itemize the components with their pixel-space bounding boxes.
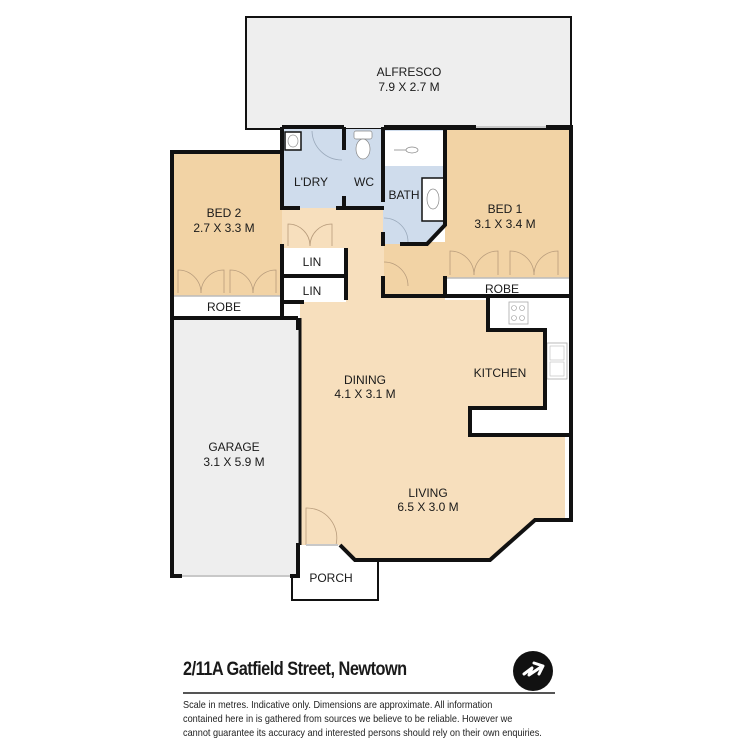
porch-outline xyxy=(291,560,379,601)
bed1-door-arc xyxy=(383,261,409,287)
room-living-size: 6.5 X 3.0 M xyxy=(397,500,458,514)
room-robe2: ROBE xyxy=(172,295,282,318)
room-dining-living xyxy=(282,208,565,560)
robe1-door-arcs xyxy=(449,250,559,276)
room-porch-name: PORCH xyxy=(309,571,352,585)
laundry-tub-icon xyxy=(284,131,302,151)
room-alfresco: ALFRESCO 7.9 X 2.7 M xyxy=(245,16,572,130)
room-alfresco-size: 7.9 X 2.7 M xyxy=(378,80,439,94)
room-linen2-name: LIN xyxy=(303,284,322,298)
entry-door-arc xyxy=(305,507,338,546)
room-bed2-name: BED 2 xyxy=(207,206,242,220)
room-laundry: L'DRY xyxy=(282,129,344,208)
room-bed2: BED 2 2.7 X 3.3 M xyxy=(172,152,282,296)
room-garage-size: 3.1 X 5.9 M xyxy=(203,455,264,469)
plan-footer: 2/11A Gatfield Street, Newtown Scale in … xyxy=(183,655,573,739)
room-porch: PORCH xyxy=(292,507,378,600)
room-wc-name: WC xyxy=(354,175,374,189)
room-bed1: BED 1 3.1 X 3.4 M xyxy=(383,130,571,287)
footer-divider xyxy=(183,692,555,694)
room-bed2-size: 2.7 X 3.3 M xyxy=(193,221,254,235)
room-linen1: LIN xyxy=(284,248,346,274)
room-bath-name: BATH xyxy=(388,188,419,202)
disclaimer-line: Scale in metres. Indicative only. Dimens… xyxy=(183,700,493,711)
toilet-icon xyxy=(355,138,371,160)
room-bed1-name: BED 1 xyxy=(488,202,523,216)
room-linen1-name: LIN xyxy=(303,255,322,269)
property-address: 2/11A Gatfield Street, Newtown xyxy=(183,659,407,680)
room-linen2: LIN xyxy=(284,278,346,302)
room-bath: BATH xyxy=(383,130,445,244)
room-garage: GARAGE 3.1 X 5.9 M xyxy=(172,318,298,576)
disclaimer-line: contained here in is gathered from sourc… xyxy=(183,714,513,725)
room-bed1-size: 3.1 X 3.4 M xyxy=(474,217,535,231)
disclaimer-text: Scale in metres. Indicative only. Dimens… xyxy=(183,699,570,741)
room-alfresco-name: ALFRESCO xyxy=(377,65,442,79)
north-arrow-icon xyxy=(513,651,553,691)
shower-head-icon xyxy=(394,146,419,154)
room-dining-name: DINING xyxy=(344,373,386,387)
room-living-name: LIVING xyxy=(408,486,447,500)
room-dining-size: 4.1 X 3.1 M xyxy=(334,387,395,401)
bath-door-arc xyxy=(383,217,409,243)
room-robe2-name: ROBE xyxy=(207,300,241,314)
laundry-door-arc xyxy=(311,130,343,161)
room-wc: WC xyxy=(344,129,383,208)
kitchen-sink-icon xyxy=(546,342,568,380)
walls xyxy=(170,125,573,578)
vanity-basin-icon xyxy=(421,177,445,222)
cooktop-icon xyxy=(508,301,529,325)
room-kitchen-name: KITCHEN xyxy=(474,366,527,380)
hall-cupboard-door-arcs xyxy=(287,223,333,247)
robe2-door-arcs xyxy=(177,269,277,294)
room-laundry-name: L'DRY xyxy=(294,175,328,189)
room-robe1-name: ROBE xyxy=(485,282,519,296)
disclaimer-line: cannot guarantee its accuracy and intere… xyxy=(183,728,542,739)
room-garage-name: GARAGE xyxy=(208,440,259,454)
